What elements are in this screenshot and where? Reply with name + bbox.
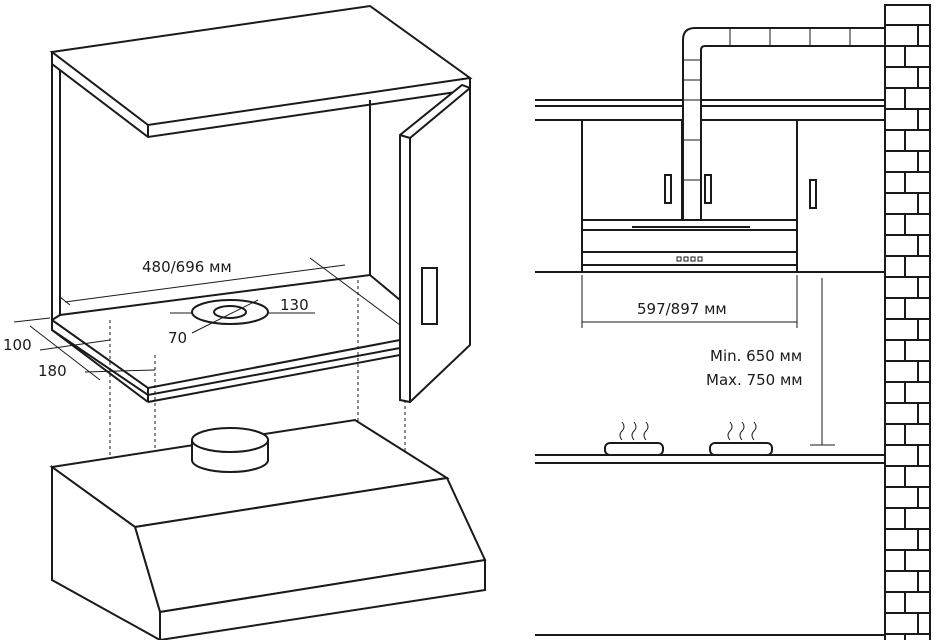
cabinet-top-panel <box>49 4 473 127</box>
duct-opening-inner <box>213 305 247 319</box>
offset-front-label: 100 <box>3 336 32 354</box>
brick-wall <box>884 4 931 640</box>
upper-cabinet-1 <box>581 119 683 221</box>
cabinet-door <box>399 83 471 404</box>
door-handle <box>421 267 438 325</box>
offset-depth-label: 180 <box>38 362 67 380</box>
max-height-label: Max. 750 мм <box>706 371 803 389</box>
min-height-label: Min. 650 мм <box>710 347 802 365</box>
wall-cabinet <box>49 4 473 403</box>
width-label: 480/696 мм <box>142 258 232 276</box>
kitchen-elevation <box>535 27 886 636</box>
gas-burners <box>604 421 773 456</box>
exhaust-duct <box>682 27 886 221</box>
hood-width-label: 597/897 мм <box>637 300 727 318</box>
outer-diameter-label: 130 <box>280 296 309 314</box>
cabinet-bottom-shelf <box>51 273 401 397</box>
hood-control-buttons <box>676 256 703 262</box>
inner-diameter-label: 70 <box>168 329 187 347</box>
range-hood <box>49 418 487 640</box>
hood-front <box>581 219 798 273</box>
duct-opening-outer <box>191 299 269 325</box>
wall-outline <box>884 4 931 640</box>
upper-cabinet-2 <box>696 119 798 221</box>
